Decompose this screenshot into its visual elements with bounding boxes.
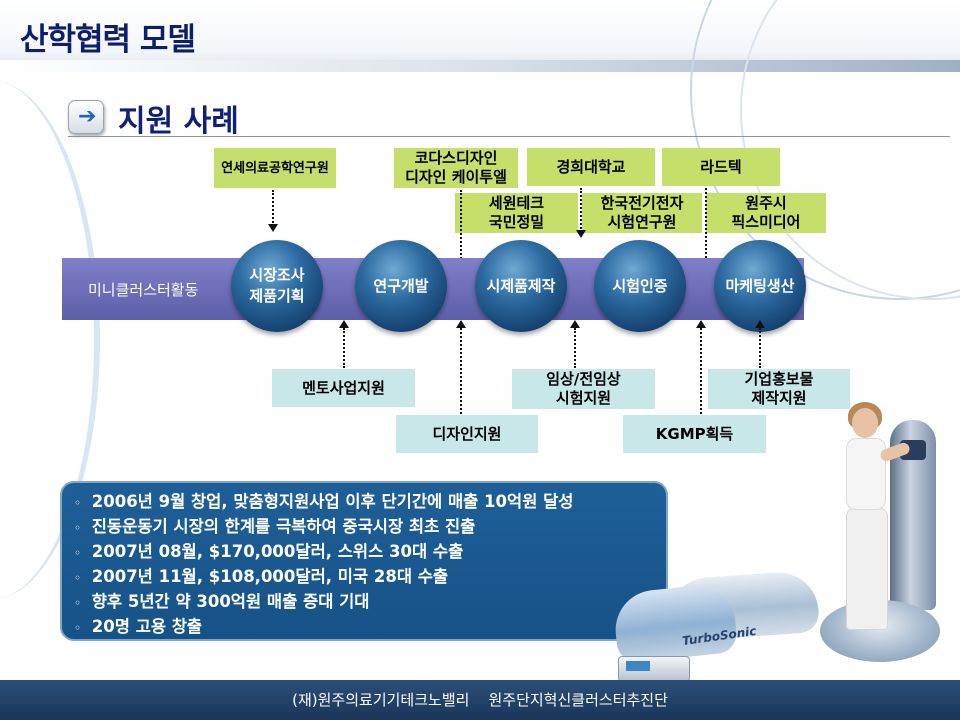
- connector-arrow: [339, 320, 349, 328]
- bullet-icon: ◦: [74, 621, 82, 635]
- support-kgmp: KGMP획득: [623, 415, 766, 453]
- highlights-list: ◦ 2006년 9월 창업, 맞춤형지원사업 이후 단기간에 매출 10억원 달…: [74, 490, 573, 640]
- stage-label: 마케팅생산: [725, 276, 795, 295]
- partner-ktl: 한국전기전자 시험연구원: [582, 193, 702, 233]
- connector-arrow: [570, 320, 580, 328]
- support-mentor: 멘토사업지원: [272, 369, 415, 407]
- stage-label: 시험인증: [612, 276, 668, 295]
- stage-rnd: 연구개발: [355, 240, 447, 332]
- bullet-icon: ◦: [74, 596, 82, 610]
- model-figure: [846, 438, 886, 510]
- highlight-item: ◦ 2007년 11월, $108,000달러, 미국 28대 수출: [74, 565, 573, 590]
- connector-line: [460, 328, 462, 414]
- bullet-icon: ◦: [74, 521, 82, 535]
- highlight-item: ◦ 향후 5년간 약 300억원 매출 증대 기대: [74, 590, 573, 615]
- connector-line: [759, 328, 761, 368]
- support-promo: 기업홍보물 제작지원: [708, 369, 850, 409]
- connector-line: [460, 190, 462, 278]
- stage-label: 시장조사 제품기획: [249, 266, 305, 305]
- connector-arrow: [576, 230, 586, 238]
- footer-text: (재)원주의료기기테크노밸리 원주단지혁신클러스터추진단: [292, 691, 668, 709]
- stage-label: 연구개발: [373, 276, 429, 295]
- partner-kodas: 코다스디자인 디자인 케이투엘: [394, 148, 518, 188]
- model-figure: [852, 408, 878, 438]
- stage-label: 시제품제작: [486, 276, 556, 295]
- highlight-item: ◦ 2007년 08월, $170,000달러, 스위스 30대 수출: [74, 540, 573, 565]
- bullet-icon: ◦: [74, 496, 82, 510]
- decorative-swirl: [0, 80, 100, 600]
- connector-line: [580, 188, 582, 232]
- connector-line: [574, 328, 576, 368]
- partner-yonsei: 연세의료공학연구원: [214, 148, 336, 188]
- stage-market-research: 시장조사 제품기획: [231, 240, 323, 332]
- bullet-icon: ◦: [74, 546, 82, 560]
- section-title: 지원 사례: [118, 104, 239, 139]
- stage-marketing: 마케팅생산: [714, 240, 806, 332]
- connector-arrow: [268, 224, 278, 232]
- timeline-label: 미니클러스터활동: [88, 281, 199, 299]
- controller-screen: [626, 661, 650, 671]
- connector-line: [343, 328, 345, 368]
- stage-certification: 시험인증: [594, 240, 686, 332]
- connector-arrow: [696, 320, 706, 328]
- bullet-icon: ◦: [74, 571, 82, 585]
- arrow-right-icon: ➔: [68, 100, 104, 134]
- footer-bar: [0, 680, 960, 720]
- page-title: 산학협력 모델: [20, 22, 196, 58]
- highlight-item: ◦ 진동운동기 시장의 한계를 극복하여 중국시장 최초 진출: [74, 515, 573, 540]
- model-figure: [846, 508, 888, 630]
- section-divider: [68, 136, 950, 137]
- connector-line: [700, 328, 702, 414]
- connector-line: [272, 190, 274, 226]
- stage-prototype: 시제품제작: [475, 240, 567, 332]
- partner-kyunghee: 경희대학교: [527, 148, 655, 186]
- connector-line: [705, 188, 707, 278]
- support-clinical: 임상/전임상 시험지원: [512, 369, 655, 409]
- highlight-item: ◦ 2006년 9월 창업, 맞춤형지원사업 이후 단기간에 매출 10억원 달…: [74, 490, 573, 515]
- highlights-panel: [60, 481, 668, 641]
- partner-radtek: 라드텍: [662, 148, 780, 186]
- highlight-item: ◦ 20명 고용 창출: [74, 615, 573, 640]
- support-design: 디자인지원: [396, 415, 538, 453]
- connector-arrow: [755, 320, 765, 328]
- partner-pixmedia: 원주시 픽스미디어: [706, 193, 826, 233]
- partner-sewon: 세원테크 국민정밀: [455, 193, 578, 233]
- connector-arrow: [456, 320, 466, 328]
